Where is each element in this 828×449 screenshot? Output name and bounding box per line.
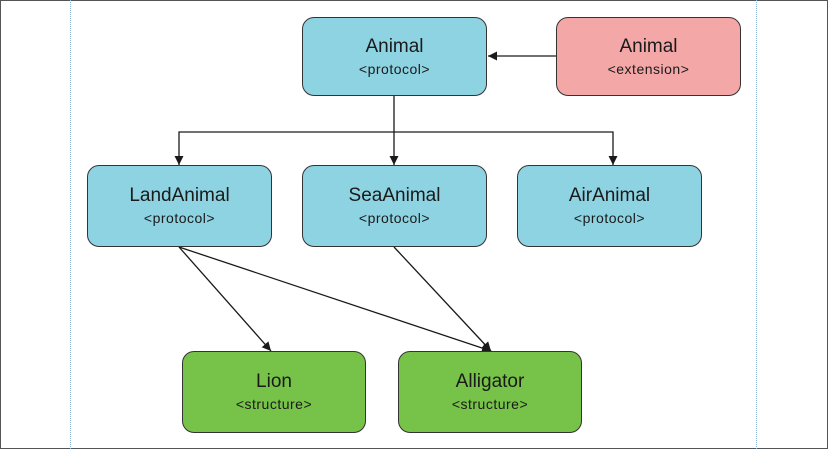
node-kind: <structure> (451, 396, 529, 412)
node-name: Alligator (455, 371, 525, 392)
node-animal-protocol: Animal <protocol> (302, 17, 487, 96)
node-animal-extension: Animal <extension> (556, 17, 741, 96)
right-guide-line (756, 0, 757, 449)
node-name: Animal (619, 35, 678, 57)
node-air-animal-protocol: AirAnimal <protocol> (517, 165, 702, 247)
node-kind: <extension> (607, 60, 690, 77)
node-sea-animal-protocol: SeaAnimal <protocol> (302, 165, 487, 247)
node-kind: <protocol> (358, 60, 431, 77)
node-kind: <protocol> (143, 210, 216, 226)
edge-animal-to-land-animal (174, 96, 395, 165)
node-land-animal-protocol: LandAnimal <protocol> (87, 165, 272, 247)
edge-land-animal-to-alligator (178, 246, 492, 353)
node-name: Animal (365, 35, 424, 57)
edge-land-animal-to-lion (178, 246, 272, 352)
node-name: LandAnimal (129, 185, 230, 206)
node-kind: <protocol> (358, 210, 431, 226)
node-kind: <structure> (235, 396, 313, 412)
node-name: SeaAnimal (348, 185, 441, 206)
node-name: Lion (256, 371, 292, 392)
edge-sea-animal-to-alligator (393, 246, 492, 352)
node-name: AirAnimal (568, 185, 651, 206)
node-lion-structure: Lion <structure> (182, 351, 366, 433)
node-alligator-structure: Alligator <structure> (398, 351, 582, 433)
node-kind: <protocol> (573, 210, 646, 226)
edge-animal-to-air-animal (394, 131, 618, 165)
left-guide-line (70, 0, 71, 449)
